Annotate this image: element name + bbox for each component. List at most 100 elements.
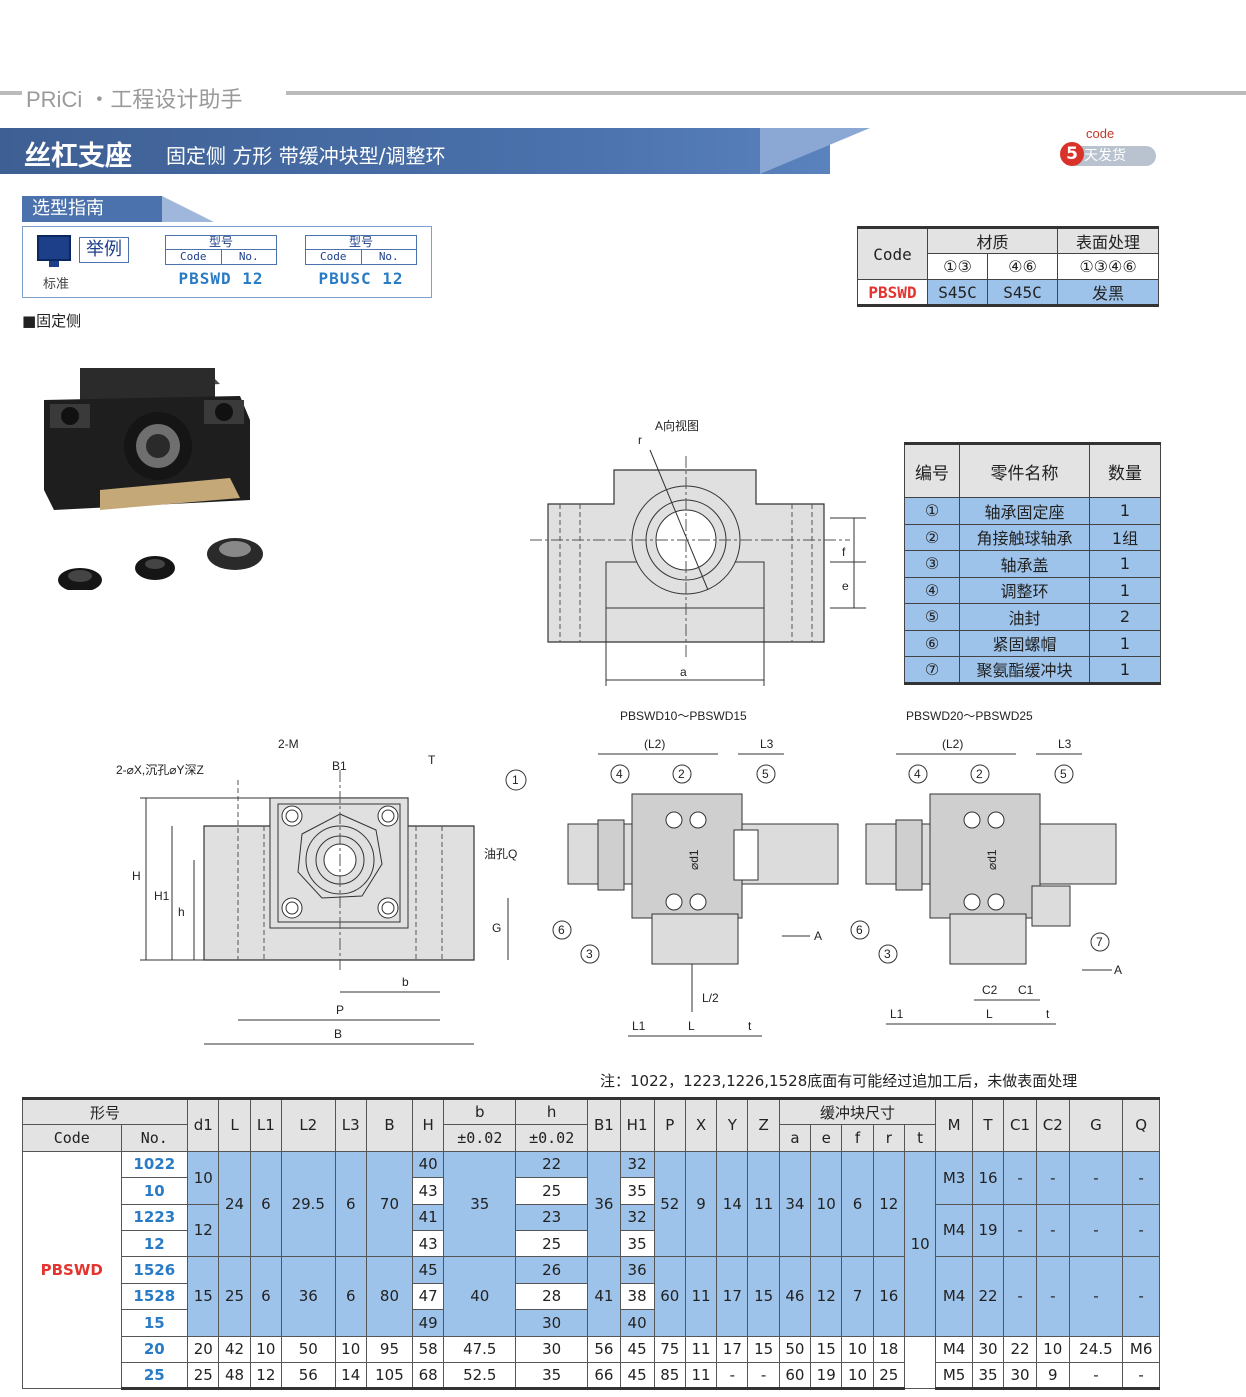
th-f: f [841, 1124, 874, 1152]
cell-b1: 56 [587, 1335, 621, 1363]
front-g-label: G [492, 921, 501, 935]
a-view-r: r [638, 433, 642, 447]
cell-h1: 32 [619, 1203, 655, 1231]
sec2-l3: L3 [1058, 737, 1072, 751]
sec1-title: PBSWD10～PBSWD15 [620, 709, 747, 723]
row-no: 15 [120, 1309, 189, 1337]
sec2-circle-4: 4 [914, 767, 921, 781]
front-view-drawing: 2-⌀X,沉孔⌀Y深Z 2-M B1 T 油孔Q 1 H H1 h G b P … [116, 737, 527, 1045]
front-p-label: P [336, 1003, 344, 1017]
surface-header: 表面处理 [1057, 226, 1159, 254]
th-b-tol: ±0.02 [443, 1124, 517, 1152]
th-d1: d1 [187, 1097, 220, 1152]
model-no-col: No. [360, 250, 417, 264]
cell-l2: 29.5 [280, 1150, 336, 1258]
sec1-l3: L3 [760, 737, 774, 751]
sec2-a: A [1114, 963, 1122, 977]
monitor-icon [37, 235, 71, 261]
sec1-l: L [688, 1019, 695, 1033]
a-view-title: A向视图 [655, 418, 699, 433]
th-no: No. [120, 1124, 189, 1152]
part-name: 聚氨酯缓冲块 [959, 656, 1090, 685]
a-view-a: a [680, 665, 687, 679]
th-h-small: h [515, 1096, 589, 1126]
cell-m: M4 [935, 1203, 973, 1258]
th-h1: H1 [619, 1097, 655, 1152]
cell-h: 40 [412, 1150, 445, 1179]
guide-tab-tail [162, 196, 214, 222]
section-drawing-2: PBSWD20～PBSWD25 (L2) L3 ⌀d1 A C2 C1 L1 L… [850, 709, 1122, 1025]
front-t: T [428, 753, 436, 767]
model-no-col: No. [220, 250, 277, 264]
cell-h1: 36 [619, 1256, 655, 1284]
cell-a: 50 [778, 1335, 812, 1363]
cell-b1: 41 [587, 1256, 621, 1337]
cell-h: 43 [412, 1229, 445, 1258]
cell-b-small: 40 [443, 1256, 517, 1337]
th-m: M [935, 1097, 973, 1152]
cell-l: 48 [218, 1361, 251, 1391]
model-block-1: 型号 Code No. PBSWD 12 [165, 235, 277, 288]
part-no: ① [904, 497, 960, 525]
th-a: a [778, 1124, 812, 1152]
cell-h: 43 [412, 1177, 445, 1205]
sec1-l1: L1 [632, 1019, 646, 1033]
cell-a: 34 [778, 1150, 812, 1258]
cell-l1: 10 [249, 1335, 282, 1363]
cell-r: 16 [872, 1256, 905, 1337]
cell-m: M3 [935, 1150, 973, 1205]
model-subheader: Code No. [165, 250, 277, 265]
cell-l2: 56 [280, 1361, 336, 1391]
sec1-circle-6: 6 [558, 923, 565, 937]
cell-c1: - [1003, 1256, 1037, 1337]
cell-t: 16 [971, 1150, 1005, 1205]
cell-h: 49 [412, 1309, 445, 1337]
part-qty: 2 [1089, 603, 1161, 631]
cell-r: 12 [872, 1150, 905, 1258]
part-name: 轴承盖 [959, 550, 1090, 578]
cell-m: M4 [935, 1256, 973, 1337]
cell-x: 9 [684, 1150, 718, 1258]
cell-x: 11 [684, 1335, 718, 1363]
front-circle-1: 1 [512, 773, 519, 787]
sec1-circle-2: 2 [678, 767, 685, 781]
part-qty: 1 [1089, 550, 1161, 578]
cell-g: 24.5 [1068, 1335, 1124, 1363]
front-hole-note: 2-⌀X,沉孔⌀Y深Z [116, 763, 204, 777]
model-code: PBUSC [318, 269, 372, 288]
part-no: ③ [904, 550, 960, 578]
cell-e: 15 [810, 1335, 843, 1363]
dimension-table: 形号 d1 L L1 L2 L3 B H b h B1 H1 P X Y Z 缓… [21, 1096, 1160, 1391]
cell-x: 11 [684, 1256, 718, 1337]
cell-y: - [716, 1361, 749, 1391]
cell-d1: 15 [187, 1256, 220, 1337]
cell-c1: 22 [1003, 1335, 1037, 1363]
surface-value: 发黑 [1057, 279, 1159, 307]
cell-a: 60 [778, 1361, 812, 1391]
th-y: Y [716, 1097, 749, 1152]
cell-h-small: 22 [515, 1150, 589, 1179]
cell-h: 68 [412, 1361, 445, 1391]
cell-q: - [1122, 1361, 1160, 1391]
th-q: Q [1122, 1097, 1160, 1152]
cell-l2: 36 [280, 1256, 336, 1337]
part-no: ⑥ [904, 629, 960, 657]
surface-note: 注：1022，1223,1226,1528底面有可能经过追加工后，未做表面处理 [600, 1072, 1078, 1090]
monitor-stand-icon [49, 261, 59, 267]
table-row: 20 20 42 10 50 10 95 58 47.5 30 56 45 75… [22, 1335, 1160, 1390]
a-view-e: e [842, 579, 849, 593]
model-header: 型号 [305, 235, 417, 250]
brand-line-left [0, 91, 22, 95]
cell-f: 10 [841, 1361, 874, 1391]
cell-g: - [1068, 1150, 1124, 1205]
cell-z: 15 [747, 1335, 780, 1363]
th-b: B [365, 1097, 414, 1152]
th-h: H [412, 1097, 445, 1152]
cell-h1: 35 [619, 1229, 655, 1258]
part-no: ④ [904, 576, 960, 604]
cell-h: 41 [412, 1203, 445, 1231]
